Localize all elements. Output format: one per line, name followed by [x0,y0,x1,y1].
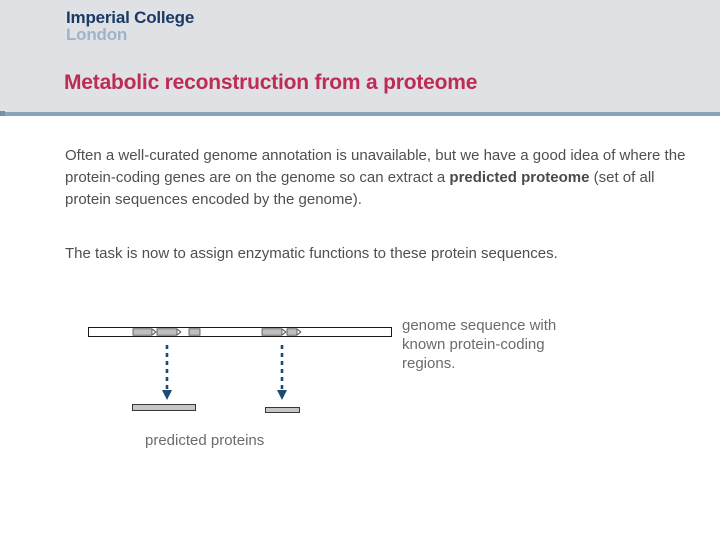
imperial-college-logo: Imperial College London [66,9,194,43]
paragraph-1-bold: predicted proteome [449,169,590,186]
header-band: Imperial College London Metabolic recons… [0,0,720,112]
protein-bar [265,407,300,413]
arrowhead-icon [277,390,287,400]
extraction-arrows [165,345,284,390]
gene-segment [188,328,201,336]
logo-line-primary: Imperial College [66,8,195,27]
gene-segment [261,328,283,336]
genome-sequence-label: genome sequence with known protein-codin… [402,317,557,372]
gene-segment [156,328,178,336]
logo-line-secondary: London [66,25,128,44]
genome-diagram [88,327,392,413]
arrowheads [162,390,287,400]
slide-title: Metabolic reconstruction from a proteome [64,71,478,94]
paragraph-predicted-proteome: Often a well-curated genome annotation i… [65,145,689,211]
gene-direction-chevrons [152,328,302,336]
paragraph-1-post: (set of all protein sequences encoded by… [65,169,655,208]
genome-bar [88,327,392,337]
gene-segments [132,328,298,336]
predicted-proteins-label: predicted proteins [145,432,265,449]
header-divider-accent [0,111,5,116]
gene-segment [132,328,153,336]
protein-bar [132,404,196,411]
arrowhead-icon [162,390,172,400]
predicted-protein-bars [132,404,300,413]
paragraph-task: The task is now to assign enzymatic func… [65,245,558,262]
gene-segment [286,328,298,336]
paragraph-1-pre: Often a well-curated genome annotation i… [65,147,686,186]
header-divider [0,112,720,116]
